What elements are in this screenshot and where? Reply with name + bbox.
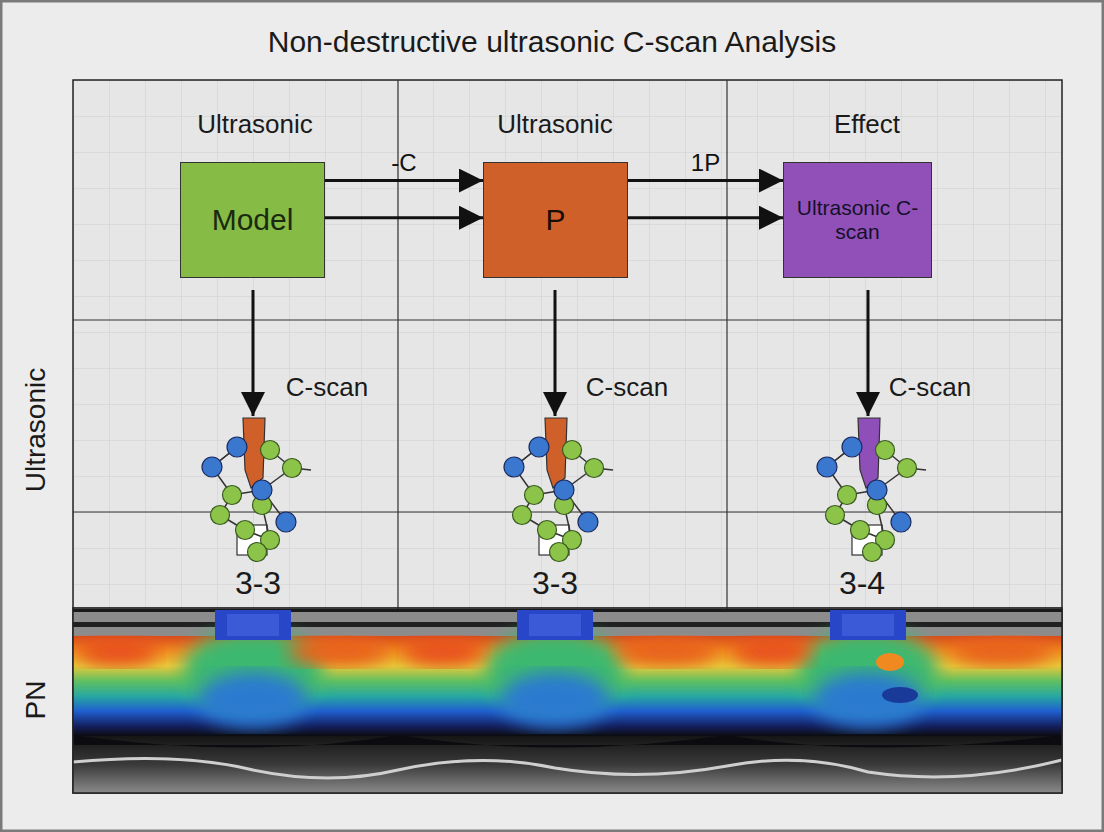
grid-panel bbox=[73, 80, 1062, 793]
result-box: Ultrasonic C-scan bbox=[783, 162, 932, 278]
arrow-label: C-scan bbox=[286, 372, 368, 403]
arrow-label: C-scan bbox=[889, 372, 971, 403]
process-box: Model bbox=[180, 162, 325, 278]
molecule-figure bbox=[504, 418, 613, 562]
edge-label: 1P bbox=[689, 149, 722, 177]
molecule-figure bbox=[817, 418, 926, 562]
flow-arrow bbox=[628, 216, 783, 219]
molecule-figure bbox=[202, 418, 311, 562]
row-label: Ultrasonic bbox=[20, 368, 52, 492]
figure-number: 3-3 bbox=[532, 565, 578, 602]
figure-number: 3-4 bbox=[839, 565, 885, 602]
node-text: Model bbox=[212, 203, 294, 238]
flow-arrow bbox=[628, 179, 783, 182]
panel-divider bbox=[73, 319, 1062, 320]
down-arrow bbox=[554, 290, 557, 416]
column-header: Ultrasonic bbox=[197, 109, 313, 140]
row-label: PN bbox=[20, 681, 52, 720]
process-box: P bbox=[483, 162, 628, 278]
c-scan-image bbox=[73, 609, 1062, 793]
diagram-title: Non-destructive ultrasonic C-scan Analys… bbox=[268, 25, 837, 59]
arrow-label: C-scan bbox=[586, 372, 668, 403]
node-text: Ultrasonic C-scan bbox=[793, 196, 922, 244]
column-header: Ultrasonic bbox=[497, 109, 613, 140]
flow-arrow bbox=[325, 179, 483, 182]
figure-number: 3-3 bbox=[235, 565, 281, 602]
edge-label: -C bbox=[389, 149, 418, 177]
flow-arrow bbox=[325, 216, 483, 219]
column-header: Effect bbox=[834, 109, 900, 140]
down-arrow bbox=[252, 290, 255, 416]
down-arrow bbox=[867, 290, 870, 416]
image-border bbox=[73, 608, 1062, 793]
node-text: P bbox=[545, 203, 565, 238]
